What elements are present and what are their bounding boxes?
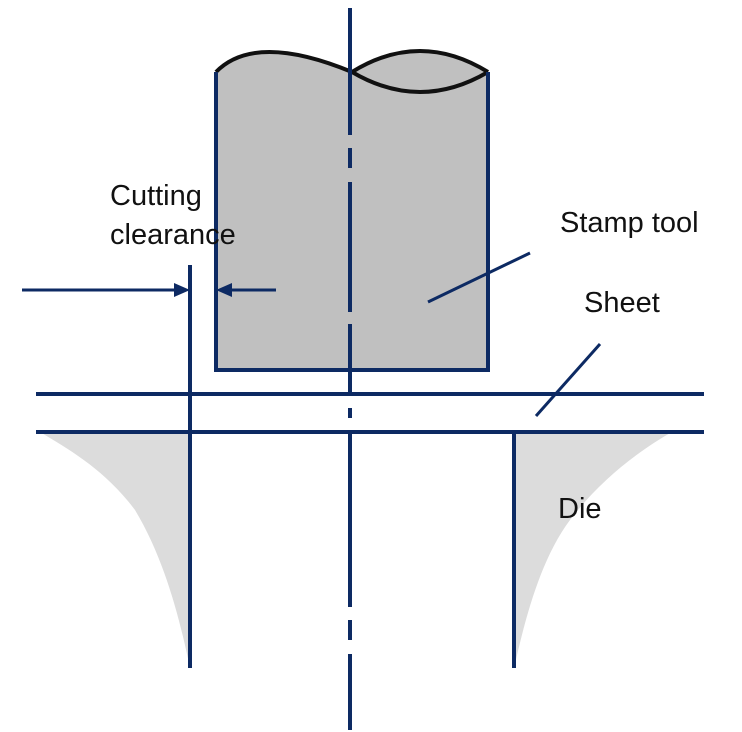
clearance-arrow-right-head xyxy=(216,283,232,297)
sheet-label: Sheet xyxy=(584,287,660,319)
stamp-tool-leader xyxy=(427,251,531,304)
die-left-region xyxy=(40,432,190,668)
stamp-tool-break-lower-curve xyxy=(350,70,490,94)
die-label: Die xyxy=(558,493,602,525)
die-right-region xyxy=(514,432,672,668)
clearance-arrow-left-head xyxy=(174,283,190,297)
cutting-clearance-label-line2: clearance xyxy=(110,219,236,251)
sheet-leader xyxy=(534,343,602,417)
cutting-clearance-label-line1: Cutting xyxy=(110,180,202,212)
stamp-tool-label: Stamp tool xyxy=(560,207,699,239)
